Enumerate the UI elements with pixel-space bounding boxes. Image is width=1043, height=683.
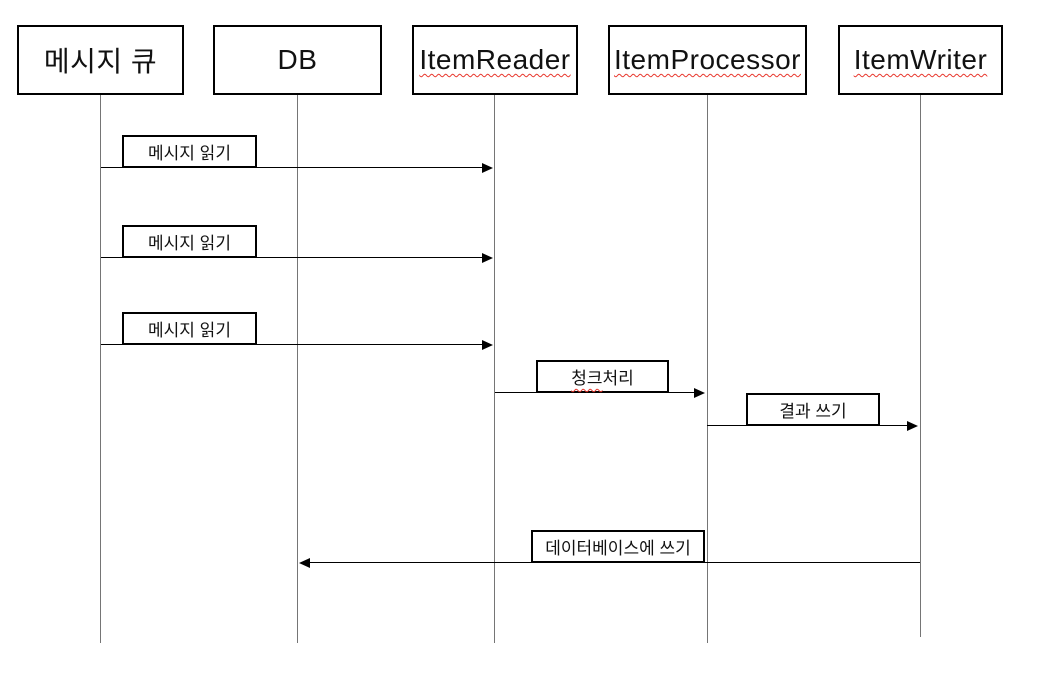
participant-db: DB <box>213 25 382 95</box>
participant-label: ItemReader <box>419 44 571 75</box>
message-label-read-3: 메시지 읽기 <box>122 312 257 345</box>
message-label-write-result: 결과 쓰기 <box>746 393 880 426</box>
lifeline-item-writer <box>920 95 921 637</box>
message-label-read-2: 메시지 읽기 <box>122 225 257 258</box>
message-line-read-2 <box>101 257 485 258</box>
arrowhead-right-icon <box>482 163 493 173</box>
arrowhead-left-icon <box>299 558 310 568</box>
arrowhead-right-icon <box>907 421 918 431</box>
participant-label: 메시지 큐 <box>43 46 158 77</box>
message-text: 처리 <box>602 369 634 388</box>
participant-item-processor: ItemProcessor <box>608 25 807 95</box>
message-line-read-1 <box>101 167 485 168</box>
message-label-read-1: 메시지 읽기 <box>122 135 257 168</box>
participant-item-reader: ItemReader <box>412 25 578 95</box>
participant-message-queue: 메시지 큐 <box>17 25 184 95</box>
message-line-read-3 <box>101 344 485 345</box>
message-text: 메시지 읽기 <box>148 321 231 340</box>
lifeline-item-processor <box>707 95 708 643</box>
message-text: 메시지 읽기 <box>148 144 231 163</box>
message-label-write-database: 데이터베이스에 쓰기 <box>531 530 705 563</box>
participant-label: ItemProcessor <box>614 44 801 75</box>
participant-item-writer: ItemWriter <box>838 25 1003 95</box>
lifeline-db <box>297 95 298 643</box>
lifeline-item-reader <box>494 95 495 643</box>
participant-label: ItemWriter <box>853 44 988 75</box>
message-text: 결과 쓰기 <box>779 402 847 421</box>
participant-label: DB <box>277 44 318 75</box>
message-text: 데이터베이스에 쓰기 <box>545 539 691 558</box>
message-text: 메시지 읽기 <box>148 234 231 253</box>
lifeline-message-queue <box>100 95 101 643</box>
arrowhead-right-icon <box>482 253 493 263</box>
message-text-misspelled: 청크 <box>571 369 603 388</box>
arrowhead-right-icon <box>694 388 705 398</box>
message-label-chunk-process: 청크 처리 <box>536 360 669 393</box>
arrowhead-right-icon <box>482 340 493 350</box>
